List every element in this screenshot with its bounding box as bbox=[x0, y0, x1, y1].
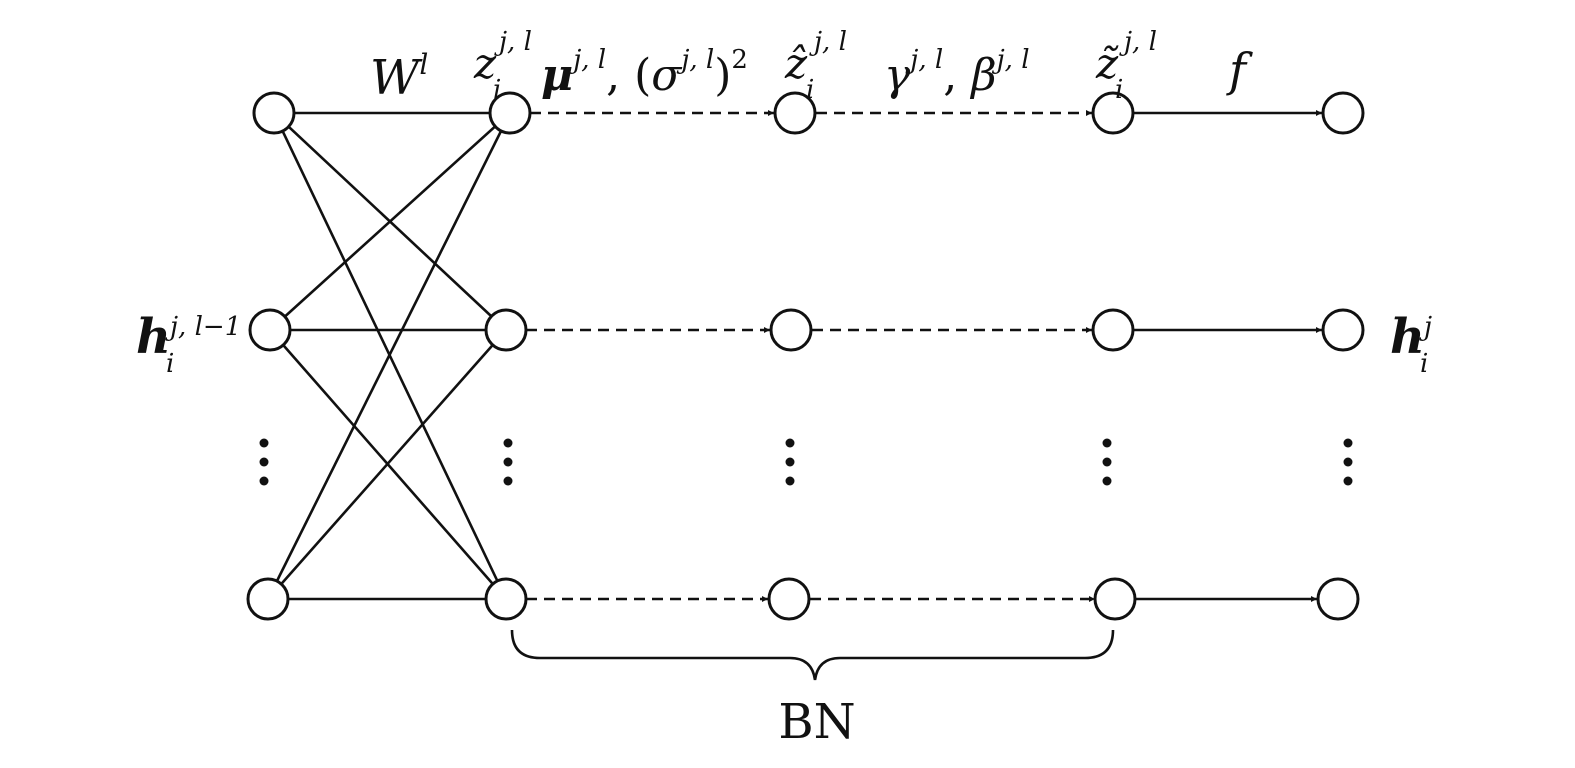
vertical-ellipsis-input bbox=[259, 438, 269, 486]
vertical-ellipsis-zhat bbox=[785, 438, 795, 486]
edge-in3-z2 bbox=[267, 329, 507, 600]
input-vector-label: h j, l−1 i bbox=[136, 309, 241, 379]
output-node-3 bbox=[1316, 577, 1360, 621]
z-node-1 bbox=[488, 91, 532, 135]
svg-text:i: i bbox=[493, 75, 501, 105]
ztilde-label: z̃ j, l i bbox=[1095, 27, 1157, 105]
svg-text:j, l−1: j, l−1 bbox=[165, 312, 241, 342]
bn-params-label: γj, l, βj, l bbox=[884, 45, 1030, 101]
ztilde-node-3 bbox=[1093, 577, 1137, 621]
bn-brace-label: BN bbox=[778, 694, 855, 750]
vertical-ellipsis-z bbox=[503, 438, 513, 486]
ztilde-node-1 bbox=[1091, 91, 1135, 135]
svg-text:j, l: j, l bbox=[1119, 27, 1157, 57]
edge-in3-z1 bbox=[266, 112, 512, 600]
output-vector-label: h j i bbox=[1390, 309, 1432, 379]
output-node-2 bbox=[1321, 308, 1365, 352]
svg-text:j, l: j, l bbox=[809, 27, 847, 57]
svg-text:i: i bbox=[806, 75, 814, 105]
input-layer bbox=[246, 91, 296, 621]
zhat-label: ẑ j, l i bbox=[784, 27, 847, 105]
svg-text:h: h bbox=[1390, 309, 1425, 365]
svg-text:z: z bbox=[473, 39, 497, 88]
svg-text:i: i bbox=[166, 349, 174, 379]
z-node-2 bbox=[484, 308, 528, 352]
z-label: z j, l i bbox=[473, 27, 532, 105]
ztilde-layer bbox=[1091, 91, 1137, 621]
zhat-node-3 bbox=[767, 577, 811, 621]
edge-in2-z1 bbox=[269, 112, 511, 331]
weight-label: Wl bbox=[370, 48, 428, 106]
batch-stats-label: μj, l, (σj, l)2 bbox=[541, 45, 748, 101]
svg-text:z̃: z̃ bbox=[1095, 39, 1119, 88]
vertical-ellipsis-ztilde bbox=[1102, 438, 1112, 486]
zhat-node-2 bbox=[769, 308, 813, 352]
vertical-ellipsis-output bbox=[1343, 438, 1353, 486]
input-node-1 bbox=[252, 91, 296, 135]
z-layer bbox=[484, 91, 532, 621]
output-layer bbox=[1316, 91, 1365, 621]
output-node-1 bbox=[1321, 91, 1365, 135]
activation-label: f bbox=[1226, 43, 1253, 97]
input-node-3 bbox=[246, 577, 290, 621]
svg-text:i: i bbox=[1420, 349, 1428, 379]
ztilde-node-2 bbox=[1091, 308, 1135, 352]
weight-edges bbox=[266, 111, 512, 601]
bn-arrows bbox=[526, 110, 1095, 602]
zhat-node-1 bbox=[773, 91, 817, 135]
svg-text:ẑ: ẑ bbox=[784, 39, 808, 88]
svg-text:h: h bbox=[136, 309, 171, 365]
svg-text:j, l: j, l bbox=[494, 27, 532, 57]
bn-brace bbox=[510, 629, 1115, 681]
input-node-2 bbox=[248, 308, 292, 352]
activation-arrows bbox=[1133, 110, 1322, 602]
zhat-layer bbox=[767, 91, 817, 621]
svg-text:i: i bbox=[1115, 75, 1123, 105]
z-node-3 bbox=[484, 577, 528, 621]
